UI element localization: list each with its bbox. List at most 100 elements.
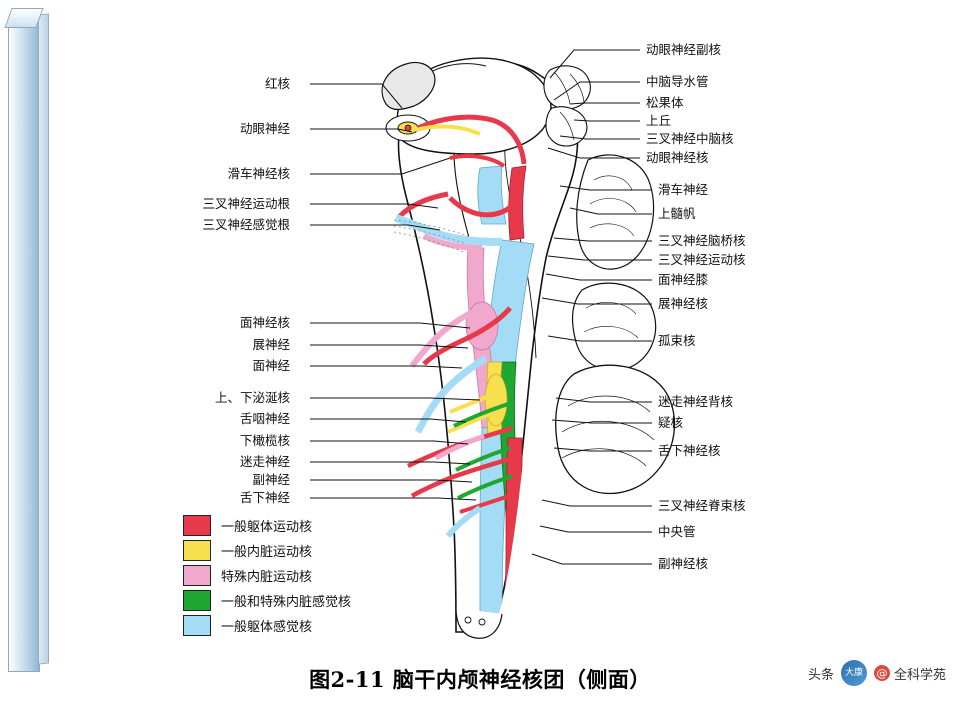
anatomy-label: 红核: [265, 76, 291, 91]
watermark-logo-text: 大康: [844, 667, 863, 678]
label-leader-line: [553, 81, 640, 101]
legend-swatch-visceral-motor: [183, 539, 211, 561]
slide-edge-bar: [8, 22, 40, 672]
legend-item: 一般躯体感觉核: [183, 613, 413, 637]
label-leader-line: [310, 440, 469, 445]
legend-swatch-visceral-sensory: [183, 589, 211, 611]
legend-label: 一般和特殊内脏感觉核: [221, 594, 352, 610]
slide-edge-bar-secondary: [38, 13, 49, 665]
label-leader-line: [310, 128, 413, 133]
brainstem-diagram: 红核动眼神经滑车神经核三叉神经运动根三叉神经感觉根面神经核展神经面神经上、下泌涎…: [150, 8, 840, 648]
anatomy-label: 三叉神经运动根: [202, 196, 290, 211]
anatomy-label: 动眼神经副核: [646, 42, 722, 57]
label-leader-line: [310, 461, 471, 465]
label-leader-line: [547, 147, 640, 159]
legend-label: 一般内脏运动核: [221, 544, 313, 560]
label-leader-line: [310, 322, 471, 329]
label-leader-line: [310, 418, 467, 423]
labels-left: 红核动眼神经滑车神经核三叉神经运动根三叉神经感觉根面神经核展神经面神经上、下泌涎…: [202, 76, 481, 505]
anatomy-label: 上丘: [646, 113, 671, 128]
label-leader-line: [569, 207, 652, 215]
label-leader-line: [310, 157, 451, 175]
label-leader-line: [539, 525, 652, 533]
anatomy-label: 三叉神经感觉根: [202, 217, 290, 232]
anatomy-label: 松果体: [646, 95, 684, 110]
legend-item: 一般内脏运动核: [183, 538, 413, 562]
anatomy-label: 三叉神经脊束核: [658, 498, 746, 513]
anatomy-label: 三叉神经中脑核: [646, 131, 734, 146]
at-icon: @: [873, 665, 890, 681]
anatomy-label: 迷走神经: [240, 454, 291, 469]
anatomy-label: 动眼神经: [240, 121, 291, 136]
nerve-fibers: [394, 114, 527, 538]
label-leader-line: [531, 553, 652, 565]
trigeminal-root-fibers: [393, 219, 469, 253]
label-leader-line: [310, 365, 463, 369]
slide-edge-decoration: [0, 0, 54, 690]
label-leader-line: [547, 335, 652, 342]
legend: 一般躯体运动核 一般内脏运动核 特殊内脏运动核 一般和特殊内脏感觉核 一般躯体感…: [183, 513, 413, 638]
midbrain-region: [381, 57, 552, 155]
label-leader-line: [553, 237, 652, 242]
anatomy-label: 三叉神经脑桥核: [658, 233, 746, 248]
label-leader-line: [310, 479, 473, 483]
anatomy-label: 动眼神经核: [646, 150, 709, 165]
legend-item: 一般躯体运动核: [183, 513, 413, 537]
watermark-account-name: 全科学苑: [893, 667, 946, 683]
label-leader-line: [310, 397, 481, 401]
anatomy-label: 展神经核: [658, 296, 709, 311]
legend-label: 特殊内脏运动核: [221, 569, 313, 585]
medulla-tip: [455, 607, 503, 639]
legend-item: 一般和特殊内脏感觉核: [183, 588, 413, 612]
anatomy-label: 孤束核: [658, 333, 696, 348]
anatomy-label: 疑核: [658, 415, 684, 430]
watermark-account: @ 全科学苑: [873, 664, 946, 683]
label-leader-line: [310, 497, 477, 501]
label-leader-line: [559, 135, 640, 140]
anatomy-label: 副神经: [252, 472, 290, 487]
anatomy-label: 中央管: [658, 524, 696, 539]
label-leader-line: [310, 203, 439, 209]
legend-swatch-special-visceral-motor: [183, 564, 211, 586]
legend-swatch-somatic-motor: [183, 514, 211, 536]
labels-right: 动眼神经副核中脑导水管松果体上丘三叉神经中脑核动眼神经核滑车神经上髓帆三叉神经脑…: [531, 42, 746, 571]
label-leader-line: [541, 297, 652, 305]
legend-label: 一般躯体运动核: [221, 519, 313, 535]
label-leader-line: [559, 185, 652, 191]
legend-swatch-somatic-sensory: [183, 614, 211, 636]
label-leader-line: [310, 83, 403, 109]
label-leader-line: [541, 499, 652, 507]
anatomy-label: 舌下神经核: [658, 443, 721, 458]
figure-caption: 图2-11 脑干内颅神经核团（侧面）: [309, 667, 651, 692]
watermark-logo-icon: 大康: [840, 660, 867, 686]
label-leader-line: [553, 447, 652, 452]
label-leader-line: [555, 397, 652, 403]
anatomy-label: 展神经: [252, 337, 290, 352]
anatomy-label: 面神经: [252, 358, 290, 373]
label-leader-line: [545, 273, 652, 281]
label-leader-line: [551, 419, 652, 424]
label-leader-line: [310, 224, 441, 231]
cerebellum: [555, 154, 676, 495]
anatomy-label: 副神经核: [658, 556, 709, 571]
watermark-source: 头条: [807, 667, 834, 683]
anatomy-label: 面神经核: [240, 315, 291, 330]
anatomy-label: 滑车神经: [658, 182, 709, 197]
anatomy-label: 舌咽神经: [240, 411, 291, 426]
anatomy-label: 面神经膝: [658, 272, 709, 287]
anatomy-label: 迷走神经背核: [658, 394, 734, 409]
anatomy-label: 下橄榄核: [240, 433, 291, 448]
anatomy-label: 三叉神经运动核: [658, 252, 746, 267]
anatomy-label: 中脑导水管: [646, 74, 709, 89]
label-leader-line: [310, 344, 469, 349]
anatomy-label: 舌下神经: [240, 490, 291, 505]
anatomy-label: 滑车神经核: [227, 166, 290, 181]
legend-label: 一般躯体感觉核: [221, 619, 313, 635]
label-leader-line: [569, 102, 640, 105]
legend-item: 特殊内脏运动核: [183, 563, 413, 587]
label-leader-line: [549, 49, 640, 79]
label-leader-line: [547, 255, 652, 261]
anatomy-label: 上髓帆: [658, 206, 696, 221]
watermark: 头条 大康 @ 全科学苑: [808, 660, 946, 686]
anatomy-label: 上、下泌涎核: [215, 390, 291, 405]
